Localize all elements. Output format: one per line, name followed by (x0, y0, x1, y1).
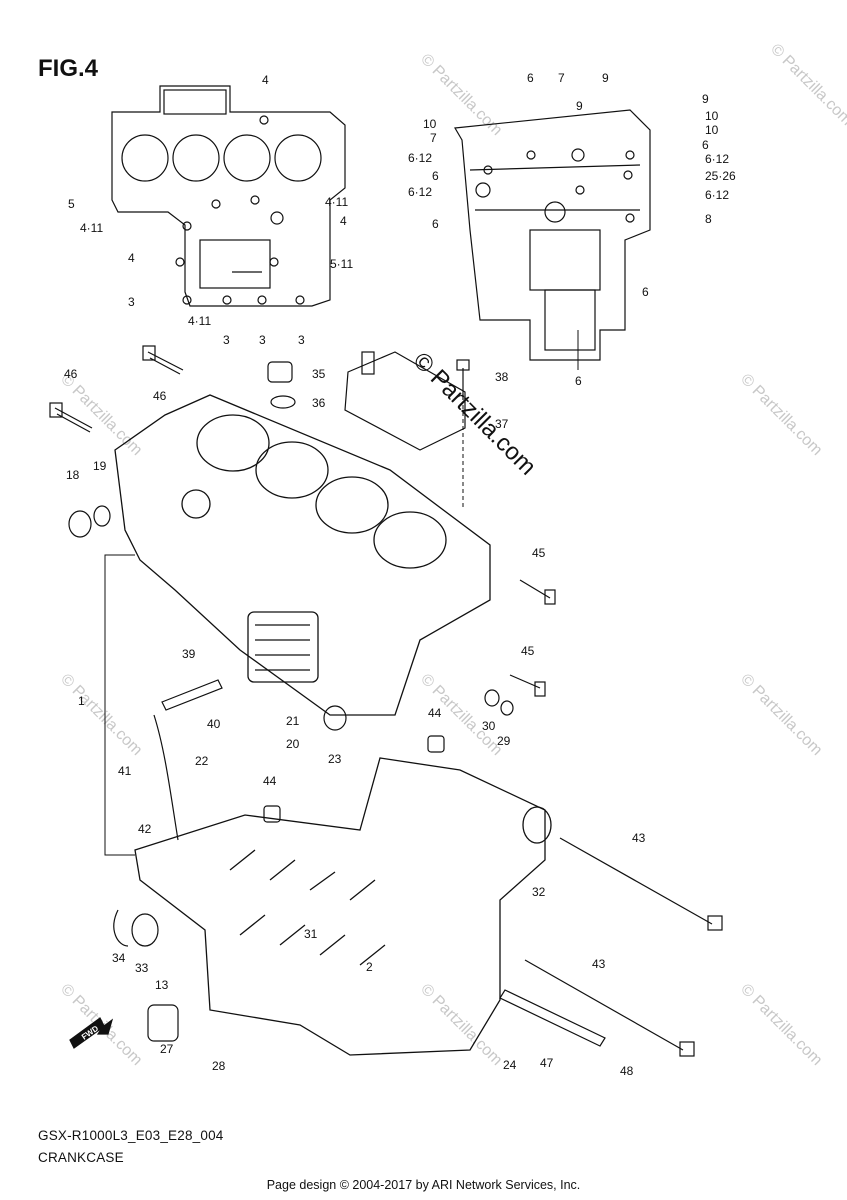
callout: 21 (286, 714, 300, 728)
callouts-top-left: 4 5 4·11 4 4·11 4 5·11 3 4·11 3 3 3 (68, 73, 353, 347)
upper-case-top-view (111, 85, 346, 307)
callout: 4 (340, 214, 347, 228)
callout: 3 (259, 333, 266, 347)
callout: 38 (495, 370, 509, 384)
callout: 2 (366, 960, 373, 974)
callout: 43 (632, 831, 646, 845)
callout: 9 (602, 71, 609, 85)
callout: 6·12 (408, 151, 432, 165)
watermark: © Partzilla.com (737, 371, 825, 459)
callout: 39 (182, 647, 196, 661)
callout: 31 (304, 927, 318, 941)
callout: 24 (503, 1058, 517, 1072)
callout: 32 (532, 885, 546, 899)
callout: 6 (527, 71, 534, 85)
callout: 3 (223, 333, 230, 347)
callout: 9 (702, 92, 709, 106)
callout: 1 (78, 694, 85, 708)
figure-name: CRANKCASE (38, 1150, 124, 1165)
callout: 4 (128, 251, 135, 265)
watermark-main: © Partzilla.com (408, 347, 541, 480)
callout: 22 (195, 754, 209, 768)
footer-copyright: Page design © 2004-2017 by ARI Network S… (266, 1178, 581, 1192)
watermark: © Partzilla.com (737, 671, 825, 759)
callout: 6·12 (705, 188, 729, 202)
callout: 4·11 (325, 195, 348, 209)
callout: 46 (153, 389, 167, 403)
callout: 18 (66, 468, 80, 482)
callout: 10 (423, 117, 437, 131)
callout: 10 (705, 123, 719, 137)
watermark: © Partzilla.com (57, 671, 145, 759)
callout: 25·26 (705, 169, 736, 183)
callouts-main: 46 46 35 36 38 37 18 19 45 45 39 1 40 21… (64, 367, 646, 1078)
watermark: © Partzilla.com (417, 981, 505, 1069)
callout: 6·12 (705, 152, 729, 166)
callout: 35 (312, 367, 326, 381)
callout: 23 (328, 752, 342, 766)
callout: 6 (642, 285, 649, 299)
callout: 34 (112, 951, 126, 965)
callout: 3 (298, 333, 305, 347)
callout: 43 (592, 957, 606, 971)
callout: 3 (128, 295, 135, 309)
callout: 30 (482, 719, 496, 733)
figure-title: FIG.4 (38, 55, 99, 82)
callout: 19 (93, 459, 107, 473)
callout: 9 (576, 99, 583, 113)
lower-case-bottom-view (454, 109, 651, 361)
callout: 13 (155, 978, 169, 992)
callout: 37 (495, 417, 509, 431)
callout: 44 (428, 706, 442, 720)
callout: 42 (138, 822, 152, 836)
callout: 33 (135, 961, 149, 975)
callout: 4 (262, 73, 269, 87)
callout: 5·11 (330, 257, 353, 271)
callout: 4·11 (80, 221, 103, 235)
callout: 36 (312, 396, 326, 410)
callout: 45 (521, 644, 535, 658)
callout: 48 (620, 1064, 634, 1078)
callout: 47 (540, 1056, 554, 1070)
watermark: © Partzilla.com (737, 981, 825, 1069)
callout: 41 (118, 764, 132, 778)
callout: 29 (497, 734, 511, 748)
callout: 45 (532, 546, 546, 560)
callout: 6·12 (408, 185, 432, 199)
upper-crankcase (114, 394, 491, 716)
callouts-top-right: 6 7 9 9 9 10 10 7 6·12 6 6·12 6 6 6·12 2… (408, 71, 736, 388)
callout: 4·11 (188, 314, 211, 328)
callout: 6 (575, 374, 582, 388)
lower-crankcase (134, 757, 552, 1056)
callout: 10 (705, 109, 719, 123)
leader-lines (104, 330, 579, 856)
callout: 6 (702, 138, 709, 152)
callout: 7 (430, 131, 437, 145)
callout: 20 (286, 737, 300, 751)
parts (49, 345, 723, 1057)
callout: 44 (263, 774, 277, 788)
callout: 46 (64, 367, 78, 381)
watermark: © Partzilla.com (767, 41, 847, 129)
callouts-top-right-extra: 10 (423, 117, 437, 131)
callout: 27 (160, 1042, 174, 1056)
callout: 5 (68, 197, 75, 211)
callout: 7 (558, 71, 565, 85)
callout: 40 (207, 717, 221, 731)
figure-code: GSX-R1000L3_E03_E28_004 (38, 1128, 224, 1143)
callout: 6 (432, 217, 439, 231)
callout: 8 (705, 212, 712, 226)
breather-cover (344, 351, 466, 451)
watermark: © Partzilla.com (57, 371, 145, 459)
callout: 6 (432, 169, 439, 183)
callout: 28 (212, 1059, 226, 1073)
